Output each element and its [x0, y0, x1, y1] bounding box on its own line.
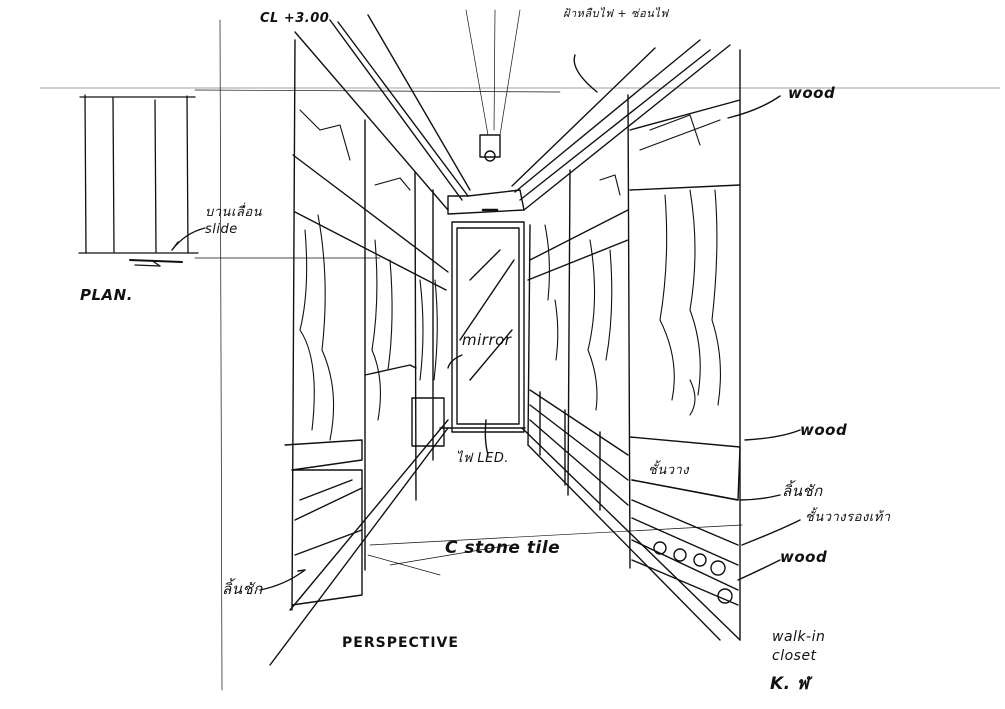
- wood-label-top: wood: [788, 84, 836, 102]
- drawer-label-left: ลิ้นชัก: [222, 580, 263, 598]
- construction-lines: [39, 9, 1001, 691]
- room-perspective: [269, 14, 741, 666]
- shoe-rack-label: ชั้นวางรองเท้า: [805, 510, 891, 525]
- plan-drawing: [78, 94, 206, 267]
- shelf-label: ชั้นวาง: [648, 463, 690, 478]
- ceiling-height-label: CL +3.00: [260, 11, 330, 26]
- wood-label-middle: wood: [800, 421, 848, 439]
- page-code-label: K. ฬ: [770, 674, 810, 694]
- perspective-title: PERSPECTIVE: [342, 635, 459, 651]
- plan-title: PLAN.: [80, 286, 133, 304]
- wood-label-lower: wood: [780, 548, 828, 566]
- hanging-clothes: [299, 109, 721, 441]
- drawer-label-right: ลิ้นชัก: [782, 482, 823, 500]
- led-label: ไฟ LED.: [456, 451, 509, 466]
- leader-arrows: [259, 54, 801, 591]
- ceiling-light-label: ฝ้าหลืบไฟ + ซ่อนไฟ: [563, 7, 669, 20]
- mirror-label: mirror: [462, 331, 512, 349]
- walk-in-closet-label: walk-in closet: [772, 629, 826, 664]
- stone-tile-label: C stone tile: [445, 538, 561, 558]
- sliding-door-label: บานเลื่อน slide: [205, 205, 263, 237]
